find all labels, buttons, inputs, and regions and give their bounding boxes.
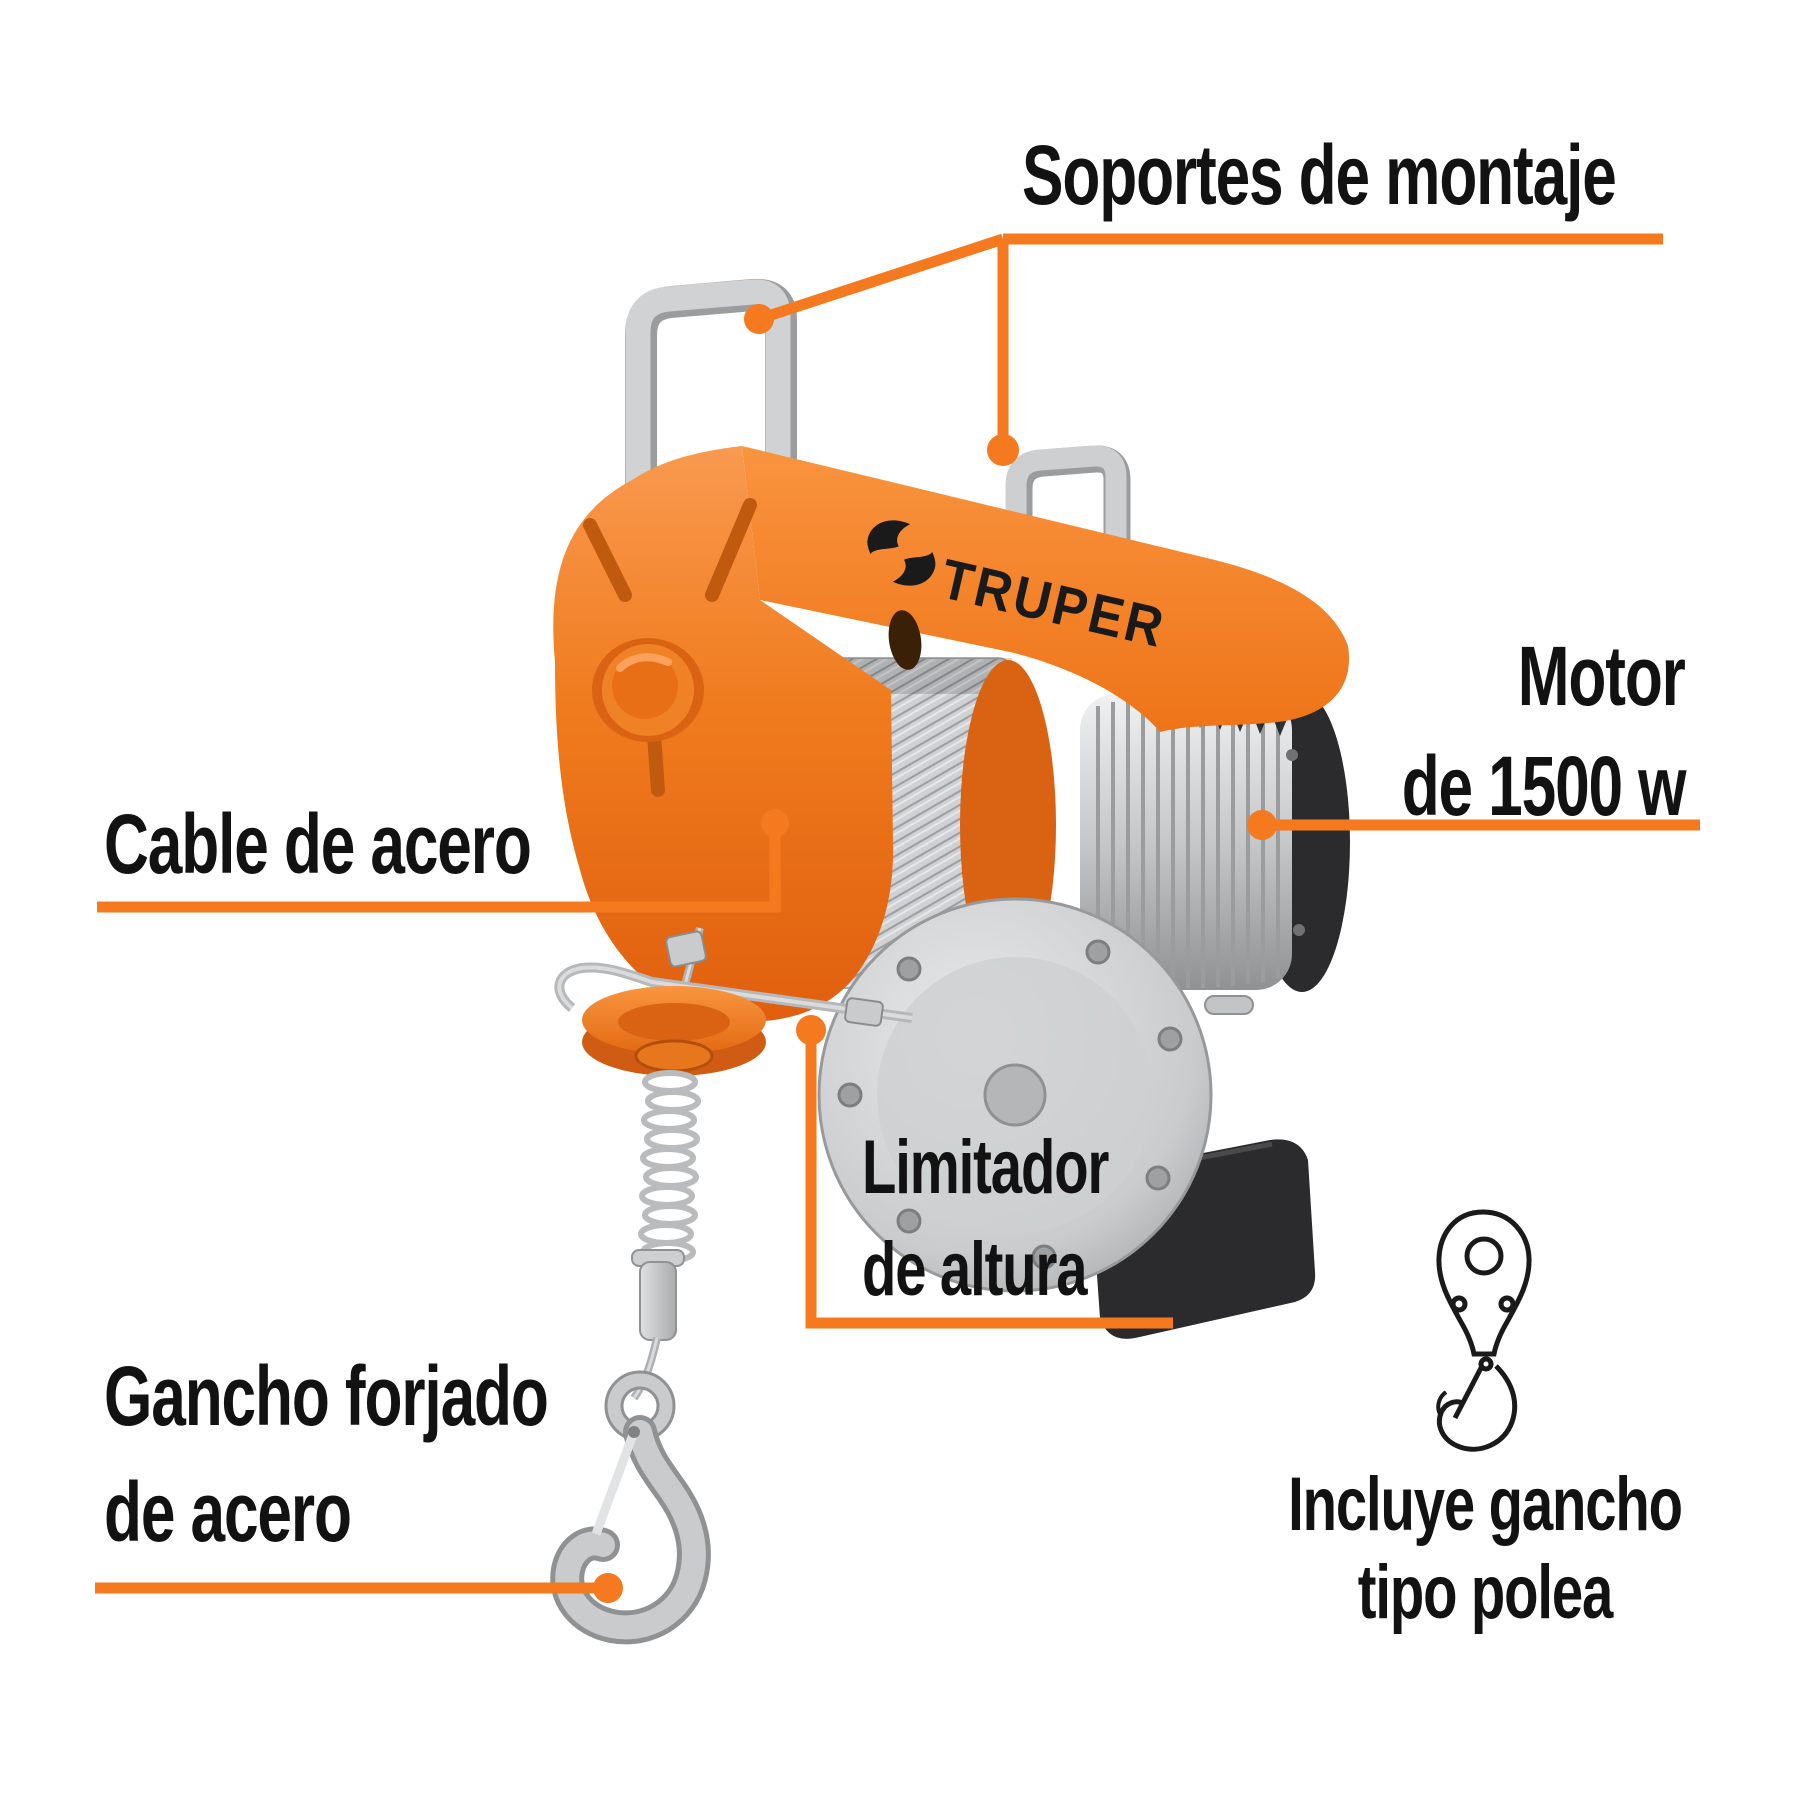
motor <box>1080 692 1350 992</box>
housing-slots <box>583 498 757 797</box>
hook-safety-latch <box>591 1430 639 1536</box>
height-limiter-rod <box>554 962 913 1027</box>
cable-ferrule <box>631 1249 685 1341</box>
forged-hook <box>550 1370 711 1645</box>
housing-boss <box>592 638 704 742</box>
pulley-hook-icon <box>1436 1209 1532 1452</box>
leader-dots <box>593 304 1277 1603</box>
dot-height-limiter <box>796 1015 826 1045</box>
truper-logo-icon <box>867 520 936 586</box>
label-forged-hook-line2: de acero <box>104 1465 352 1559</box>
housing-hole <box>888 610 922 670</box>
gearbox <box>817 897 1254 1293</box>
label-mounting-brackets: Soportes de montaje <box>1022 128 1617 222</box>
housing-side-plate <box>553 446 894 1022</box>
dot-steel-cable <box>761 809 789 837</box>
label-height-limiter-line1: Limitador <box>862 1125 1109 1210</box>
dot-motor <box>1247 810 1277 840</box>
housing-top-sweep <box>742 446 1350 732</box>
hoist-housing: TRUPER <box>553 446 1350 1022</box>
label-included-pulley-line1: Incluye gancho <box>1288 1462 1683 1547</box>
leader-mounting-brackets <box>757 233 1663 450</box>
gearbox-bolts <box>837 939 1183 1270</box>
dot-forged-hook <box>593 1573 623 1603</box>
leader-steel-cable <box>97 823 781 913</box>
spring <box>638 1070 701 1264</box>
label-height-limiter-line2: de altura <box>862 1227 1088 1312</box>
label-steel-cable: Cable de acero <box>104 797 532 891</box>
mounting-bracket-rear <box>1005 445 1131 603</box>
label-motor-line1: Motor <box>1517 629 1686 723</box>
leader-lines <box>95 233 1700 1594</box>
label-forged-hook-line1: Gancho forjado <box>104 1349 549 1443</box>
stopper-disc <box>582 986 766 1076</box>
label-motor-line2: de 1500 w <box>1401 739 1686 833</box>
dot-bracket-rear <box>987 434 1019 466</box>
motor-fins <box>1096 696 1280 988</box>
leader-height-limiter <box>805 1030 1173 1329</box>
label-included-pulley-line2: tipo polea <box>1357 1550 1614 1635</box>
dot-bracket-front <box>744 304 774 334</box>
